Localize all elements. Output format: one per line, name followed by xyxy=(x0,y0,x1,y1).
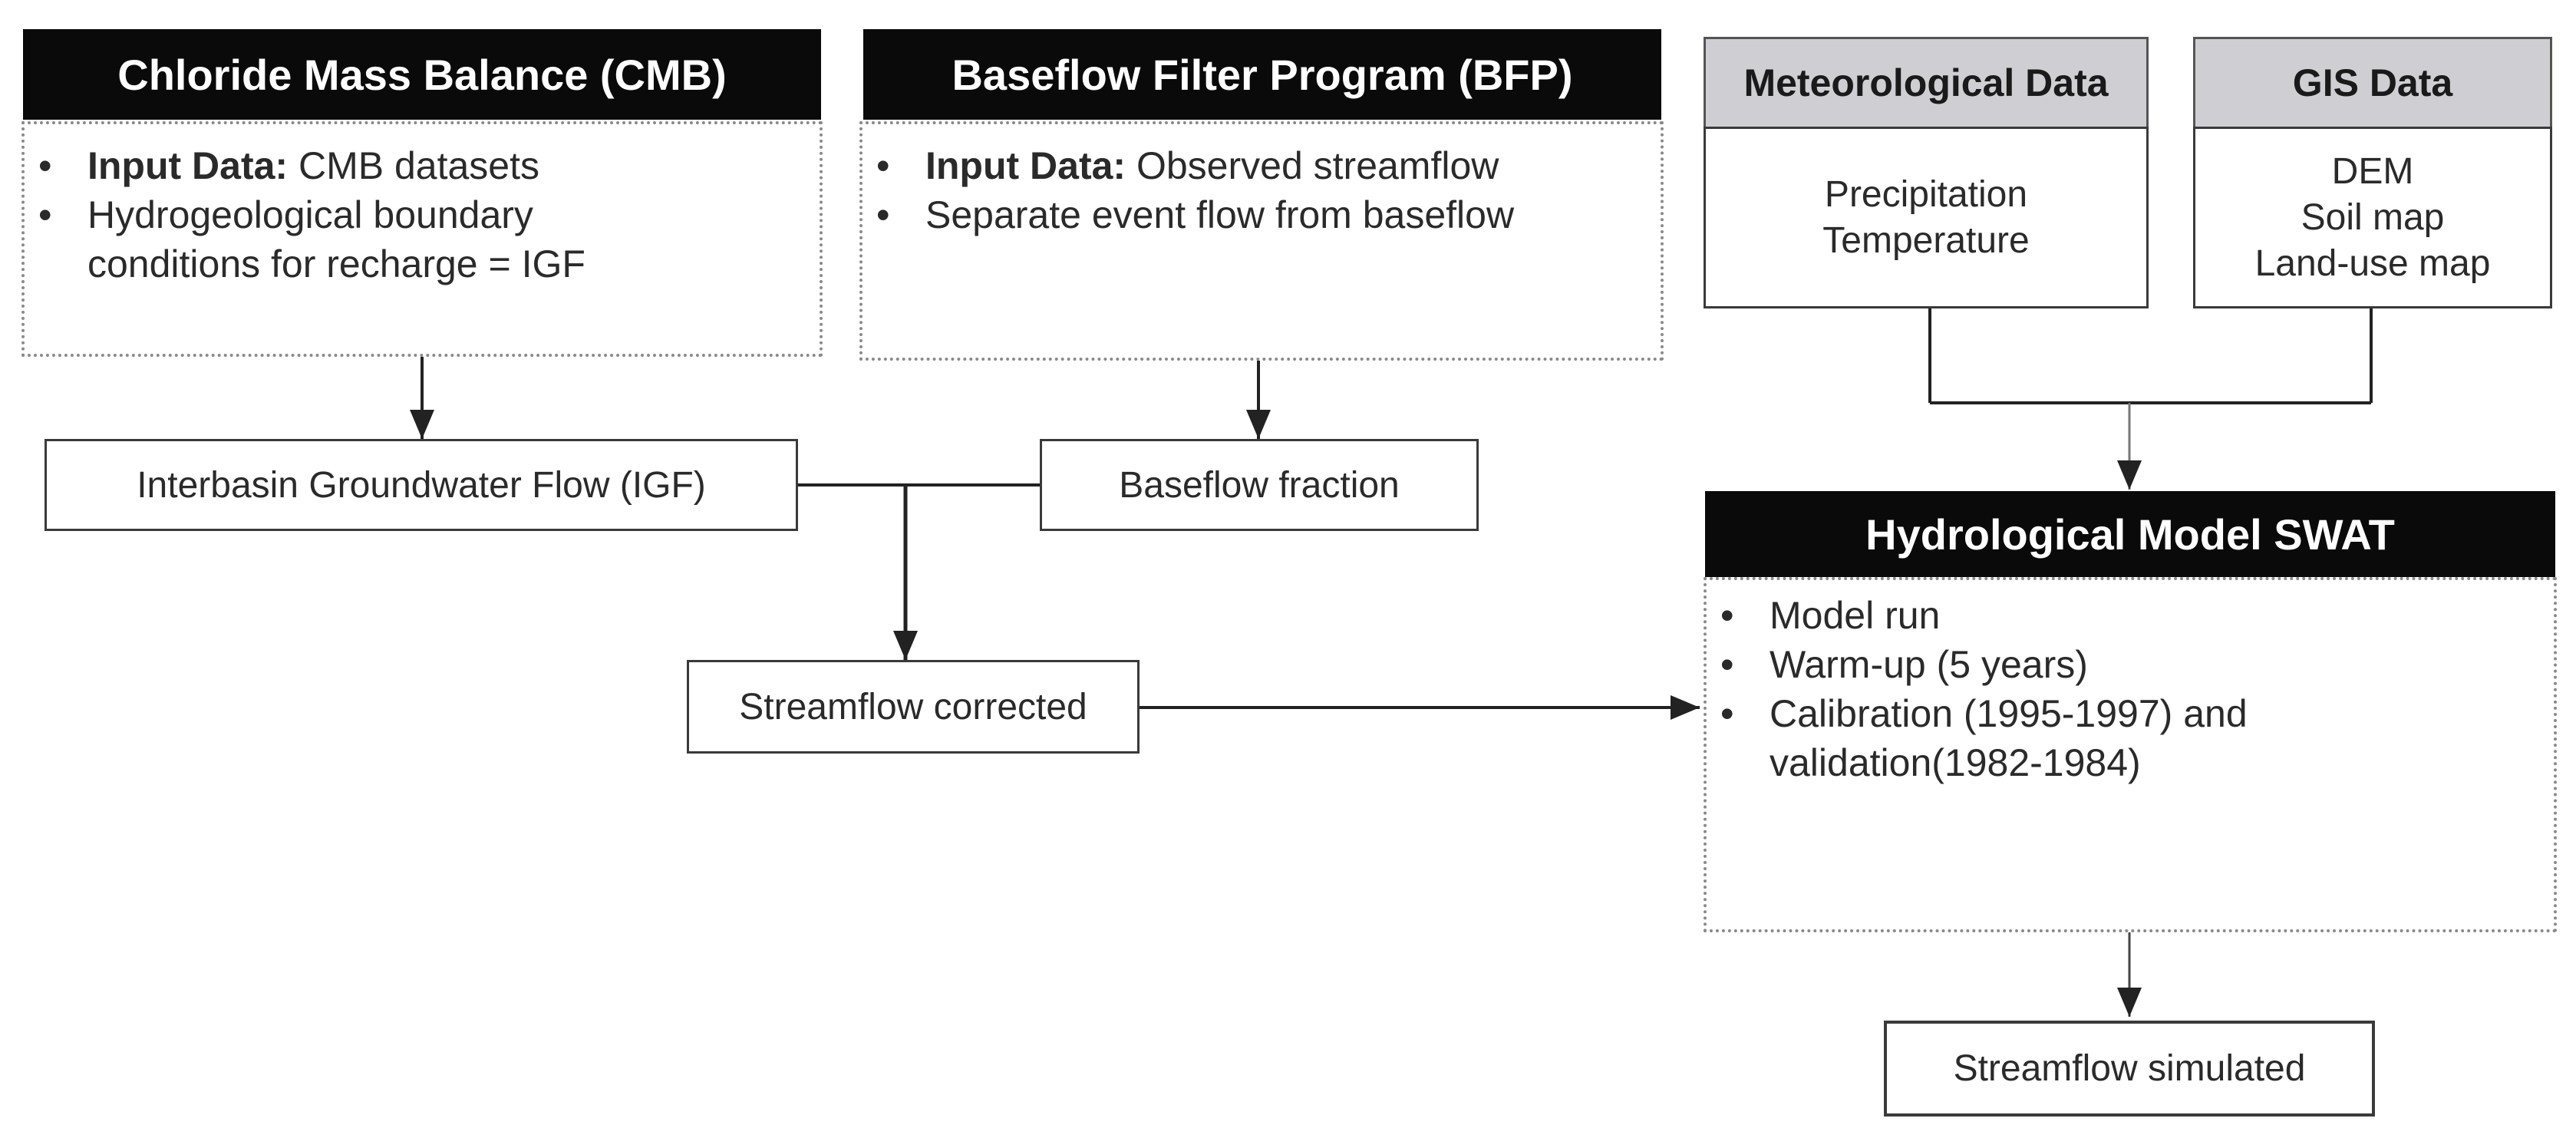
meteo-title: Meteorological Data xyxy=(1743,61,2109,104)
cmb-boundary-line2: conditions for recharge = IGF xyxy=(87,242,585,285)
swat-item-warm-up: Warm-up (5 years) xyxy=(1707,640,2554,689)
swat-warm-up-text: Warm-up (5 years) xyxy=(1770,643,2088,686)
meteo-header: Meteorological Data xyxy=(1704,37,2149,129)
igf-box: Interbasin Groundwater Flow (IGF) xyxy=(45,439,798,531)
baseflow-fraction-label: Baseflow fraction xyxy=(1119,464,1400,506)
streamflow-simulated-box: Streamflow simulated xyxy=(1884,1021,2375,1117)
cmb-boundary-line1: Hydrogeological boundary xyxy=(87,193,533,236)
gis-item-land-use-map: Land-use map xyxy=(2254,242,2491,284)
meteo-body: Precipitation Temperature xyxy=(1704,127,2149,308)
bfp-list-item-input: Input Data: Observed streamflow xyxy=(863,141,1661,190)
bfp-header: Baseflow Filter Program (BFP) xyxy=(863,29,1661,120)
cmb-title: Chloride Mass Balance (CMB) xyxy=(117,50,727,99)
meteo-item-precipitation: Precipitation xyxy=(1824,173,2028,215)
gis-body: DEM Soil map Land-use map xyxy=(2193,127,2552,308)
streamflow-simulated-label: Streamflow simulated xyxy=(1953,1048,2306,1089)
gis-title: GIS Data xyxy=(2292,61,2453,104)
bfp-input-value: Observed streamflow xyxy=(1126,144,1499,187)
swat-item-model-run: Model run xyxy=(1707,591,2554,640)
gis-items: DEM Soil map Land-use map xyxy=(2255,149,2491,287)
gis-item-soil-map: Soil map xyxy=(2301,196,2445,238)
meteo-items: Precipitation Temperature xyxy=(1822,172,2029,264)
cmb-input-value: CMB datasets xyxy=(288,144,539,187)
streamflow-corrected-box: Streamflow corrected xyxy=(687,660,1140,754)
cmb-list: Input Data: CMB datasets Hydrogeological… xyxy=(25,141,820,289)
bfp-title: Baseflow Filter Program (BFP) xyxy=(952,50,1573,99)
gis-header: GIS Data xyxy=(2193,37,2552,129)
swat-list: Model run Warm-up (5 years) Calibration … xyxy=(1707,591,2554,787)
gis-item-dem: DEM xyxy=(2331,150,2414,192)
swat-title: Hydrological Model SWAT xyxy=(1865,510,2395,559)
bfp-details-box: Input Data: Observed streamflow Separate… xyxy=(859,121,1664,361)
swat-calibration-text: Calibration (1995-1997) and xyxy=(1770,692,2248,735)
bfp-input-label: Input Data: xyxy=(925,144,1126,187)
swat-header: Hydrological Model SWAT xyxy=(1705,491,2555,577)
baseflow-fraction-box: Baseflow fraction xyxy=(1040,439,1479,531)
bfp-list: Input Data: Observed streamflow Separate… xyxy=(863,141,1661,239)
swat-model-run-text: Model run xyxy=(1770,594,1941,637)
swat-details-box: Model run Warm-up (5 years) Calibration … xyxy=(1704,577,2557,932)
igf-label: Interbasin Groundwater Flow (IGF) xyxy=(137,464,706,506)
cmb-list-item-boundary: Hydrogeological boundary conditions for r… xyxy=(25,190,820,289)
swat-validation-text: validation(1982-1984) xyxy=(1770,741,2141,784)
bfp-list-item-separate: Separate event flow from baseflow xyxy=(863,190,1661,239)
cmb-list-item-input: Input Data: CMB datasets xyxy=(25,141,820,190)
bfp-separate-text: Separate event flow from baseflow xyxy=(925,193,1515,236)
swat-item-calibration: Calibration (1995-1997) and validation(19… xyxy=(1707,689,2554,787)
cmb-input-label: Input Data: xyxy=(87,144,289,187)
streamflow-corrected-label: Streamflow corrected xyxy=(739,686,1087,727)
cmb-header: Chloride Mass Balance (CMB) xyxy=(23,29,821,120)
meteo-item-temperature: Temperature xyxy=(1822,219,2030,261)
cmb-details-box: Input Data: CMB datasets Hydrogeological… xyxy=(21,121,823,357)
